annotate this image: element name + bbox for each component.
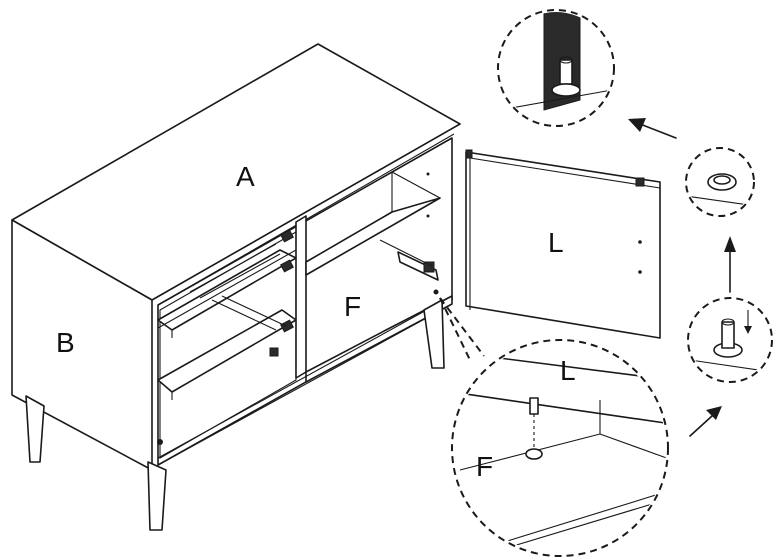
arrow-from-large-detail	[689, 406, 722, 437]
door	[465, 149, 661, 339]
leg-front-left	[25, 395, 45, 463]
sequence-arrows	[628, 118, 736, 437]
arrow-to-detail-top	[628, 118, 677, 139]
label-door-panel: L	[548, 227, 564, 258]
leg-front-mid	[147, 461, 167, 531]
detail-pin-assembled	[497, 9, 615, 127]
bottom-panel	[305, 295, 453, 383]
label-detail-door: L	[560, 355, 576, 386]
cabinet	[11, 43, 461, 531]
label-top-panel: A	[236, 161, 255, 192]
label-side-panel: B	[56, 327, 75, 358]
detail-door-bottom	[439, 297, 669, 557]
label-detail-bottom: F	[476, 451, 493, 482]
leg-back-right	[423, 299, 445, 369]
center-divider	[295, 215, 307, 379]
detail-socket	[685, 147, 755, 217]
door-panel	[465, 151, 661, 339]
label-bottom-panel: F	[344, 291, 361, 322]
left-shelf-lower	[157, 309, 297, 393]
arrow-up	[724, 236, 736, 293]
detail-pin-socket	[687, 297, 773, 383]
